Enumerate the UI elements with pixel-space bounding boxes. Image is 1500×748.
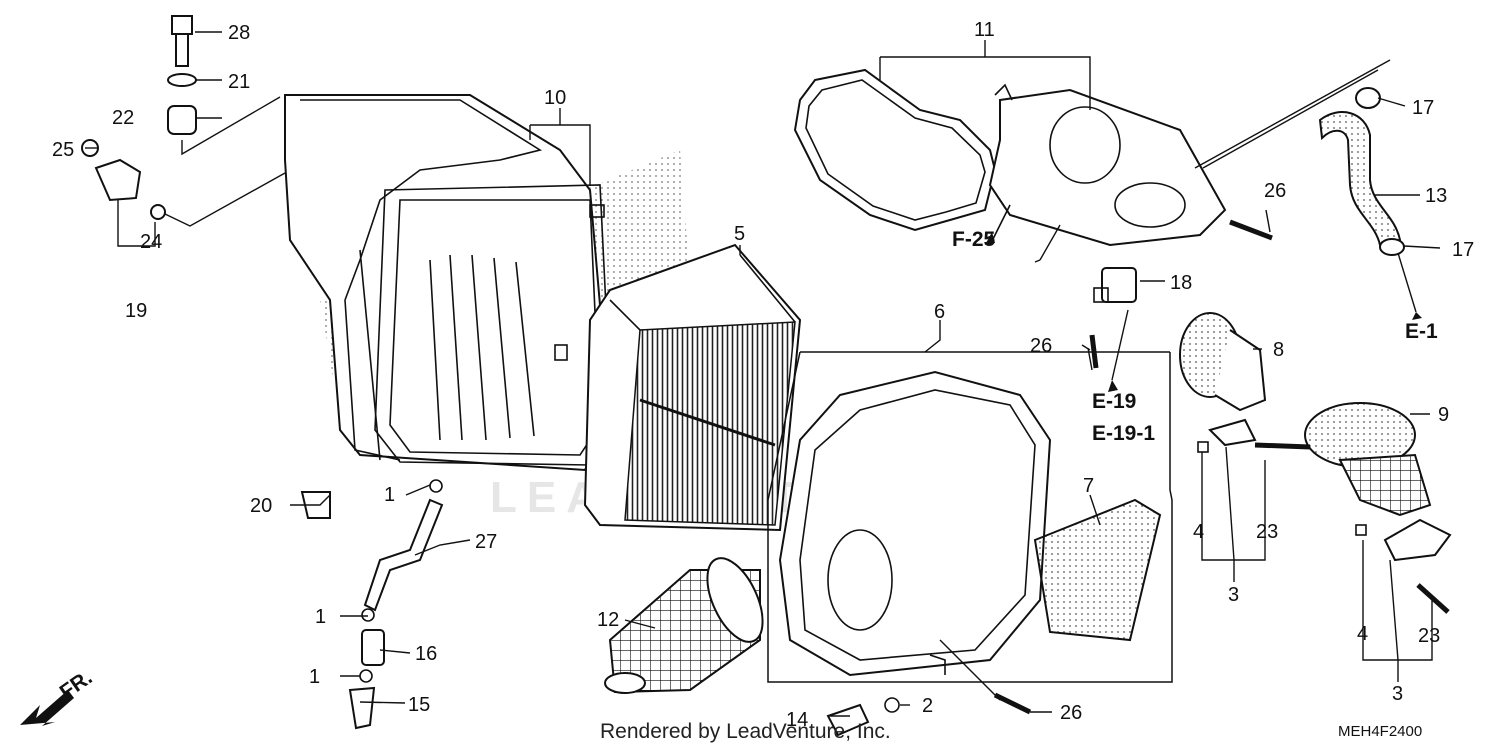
callout-11: 11 — [974, 19, 995, 41]
bolt-28 — [171, 15, 193, 67]
callout-7: 7 — [1083, 475, 1094, 497]
callout-25: 25 — [52, 139, 74, 161]
clip-1b — [361, 608, 375, 622]
clamp-upper — [1208, 418, 1257, 447]
callout-1b: 1 — [315, 606, 326, 628]
clip-2 — [884, 697, 900, 713]
callout-9: 9 — [1438, 404, 1449, 426]
cap-15 — [348, 686, 376, 730]
cover-inner-part — [988, 83, 1227, 247]
funnel-8 — [1179, 312, 1267, 412]
callout-1a: 1 — [384, 484, 395, 506]
callout-23b: 23 — [1418, 625, 1440, 647]
callout-17a: 17 — [1412, 97, 1434, 119]
funnel-9 — [1304, 402, 1432, 517]
screw-26c — [993, 692, 1032, 715]
cap-14 — [826, 703, 870, 737]
callout-18: 18 — [1170, 272, 1192, 294]
joint-19 — [94, 158, 142, 202]
callout-2: 2 — [922, 695, 933, 717]
arrow-f25-head — [985, 232, 995, 245]
funnel-part — [604, 557, 764, 694]
clip-lower — [1379, 238, 1405, 256]
oring-24 — [150, 204, 166, 220]
callout-15: 15 — [408, 694, 430, 716]
callout-17b: 17 — [1452, 239, 1474, 261]
clip-upper — [1355, 87, 1381, 109]
callout-26b: 26 — [1030, 335, 1052, 357]
ref-e1: E-1 — [1405, 320, 1438, 343]
callout-28: 28 — [228, 22, 250, 44]
callout-27: 27 — [475, 531, 497, 553]
air-cleaner-cover — [778, 370, 1052, 677]
callout-26a: 26 — [1264, 180, 1286, 202]
drain-tube-27 — [363, 498, 444, 612]
callout-23a: 23 — [1256, 521, 1278, 543]
callout-13: 13 — [1425, 185, 1447, 207]
callout-16: 16 — [415, 643, 437, 665]
callout-10: 10 — [544, 87, 566, 109]
sensor-part — [1093, 267, 1137, 303]
bolt-23a — [1254, 442, 1311, 450]
callout-4a: 4 — [1193, 521, 1204, 543]
group-frame-6 — [767, 351, 1173, 683]
air-cleaner-housing — [284, 94, 613, 472]
screw-26a — [1229, 219, 1273, 241]
callout-5: 5 — [734, 223, 745, 245]
callout-3a: 3 — [1228, 584, 1239, 606]
callout-1c: 1 — [309, 666, 320, 688]
nut-4a — [1197, 441, 1209, 453]
callout-24: 24 — [140, 231, 162, 253]
callout-22: 22 — [112, 107, 134, 129]
callout-4b: 4 — [1357, 623, 1368, 645]
clip-1c — [359, 669, 373, 683]
front-arrow — [20, 690, 74, 726]
intake-tube — [1318, 111, 1402, 247]
gasket-part — [793, 68, 997, 232]
arrow-e19-head — [1108, 380, 1118, 392]
arrow-e1-head — [1412, 312, 1422, 320]
ref-e19: E-19 — [1092, 390, 1136, 413]
ref-f25: F-25 — [952, 228, 996, 251]
callout-20: 20 — [250, 495, 272, 517]
callout-12: 12 — [597, 609, 619, 631]
bolt-23b — [1416, 583, 1450, 614]
nut-4b — [1355, 524, 1367, 536]
callout-6: 6 — [934, 301, 945, 323]
callout-19: 19 — [125, 300, 147, 322]
callout-8: 8 — [1273, 339, 1284, 361]
callout-3b: 3 — [1392, 683, 1403, 705]
callouts: 28 21 22 25 24 19 10 11 5 6 7 8 9 17 13 … — [52, 19, 1474, 731]
ref-e19-1: E-19-1 — [1092, 422, 1155, 445]
air-filter-element — [583, 243, 802, 532]
sponge-part — [1033, 498, 1162, 642]
clip-1a — [429, 479, 443, 493]
washer-21 — [167, 73, 197, 87]
plug-16 — [361, 629, 385, 666]
leader-lines — [85, 31, 1441, 717]
callout-21: 21 — [228, 71, 250, 93]
credit-text: Rendered by LeadVenture, Inc. — [600, 720, 891, 743]
callout-14: 14 — [786, 709, 808, 731]
grommet-22 — [167, 105, 197, 135]
callout-26c: 26 — [1060, 702, 1082, 724]
clamp-lower — [1383, 518, 1452, 562]
diagram-code: MEH4F2400 — [1338, 723, 1422, 740]
